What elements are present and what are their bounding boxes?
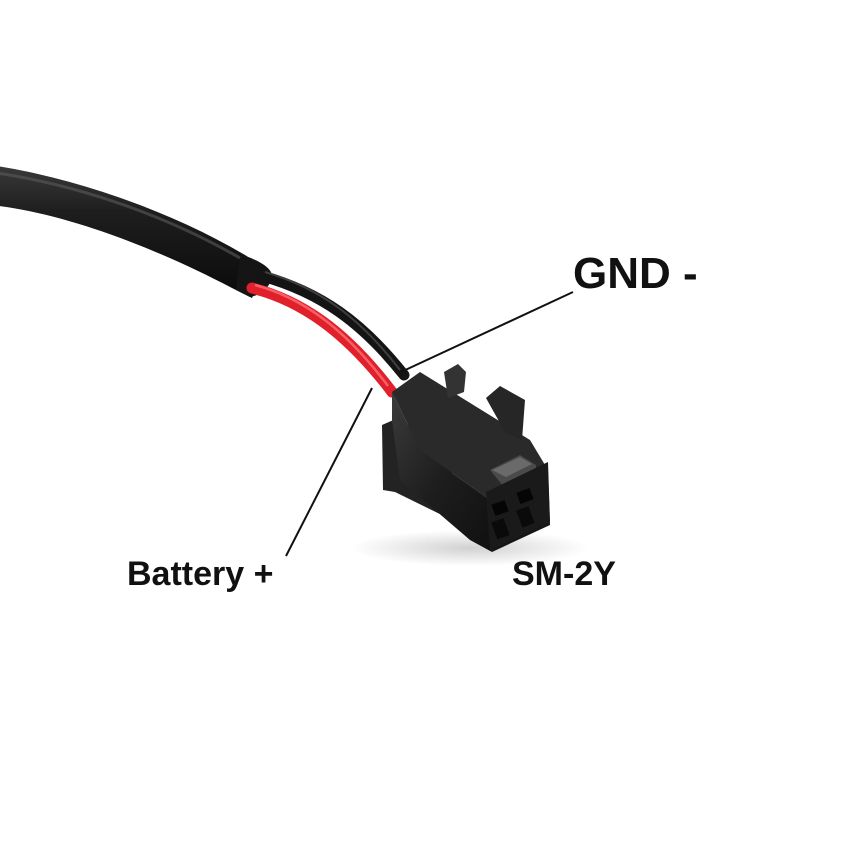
cable-jacket-highlight (0, 171, 241, 260)
sm-2y-connector (382, 364, 550, 552)
gnd-label: GND - (573, 249, 698, 298)
red-wire-highlight (254, 283, 389, 387)
gnd-leader-line (400, 291, 574, 373)
battery-label: Battery + (127, 555, 274, 593)
floor-shadow (350, 530, 590, 566)
cable-jacket (0, 166, 265, 298)
connector-model-label: SM-2Y (512, 555, 616, 593)
black-wire-highlight (264, 271, 401, 371)
battery-leader-line (285, 387, 373, 557)
